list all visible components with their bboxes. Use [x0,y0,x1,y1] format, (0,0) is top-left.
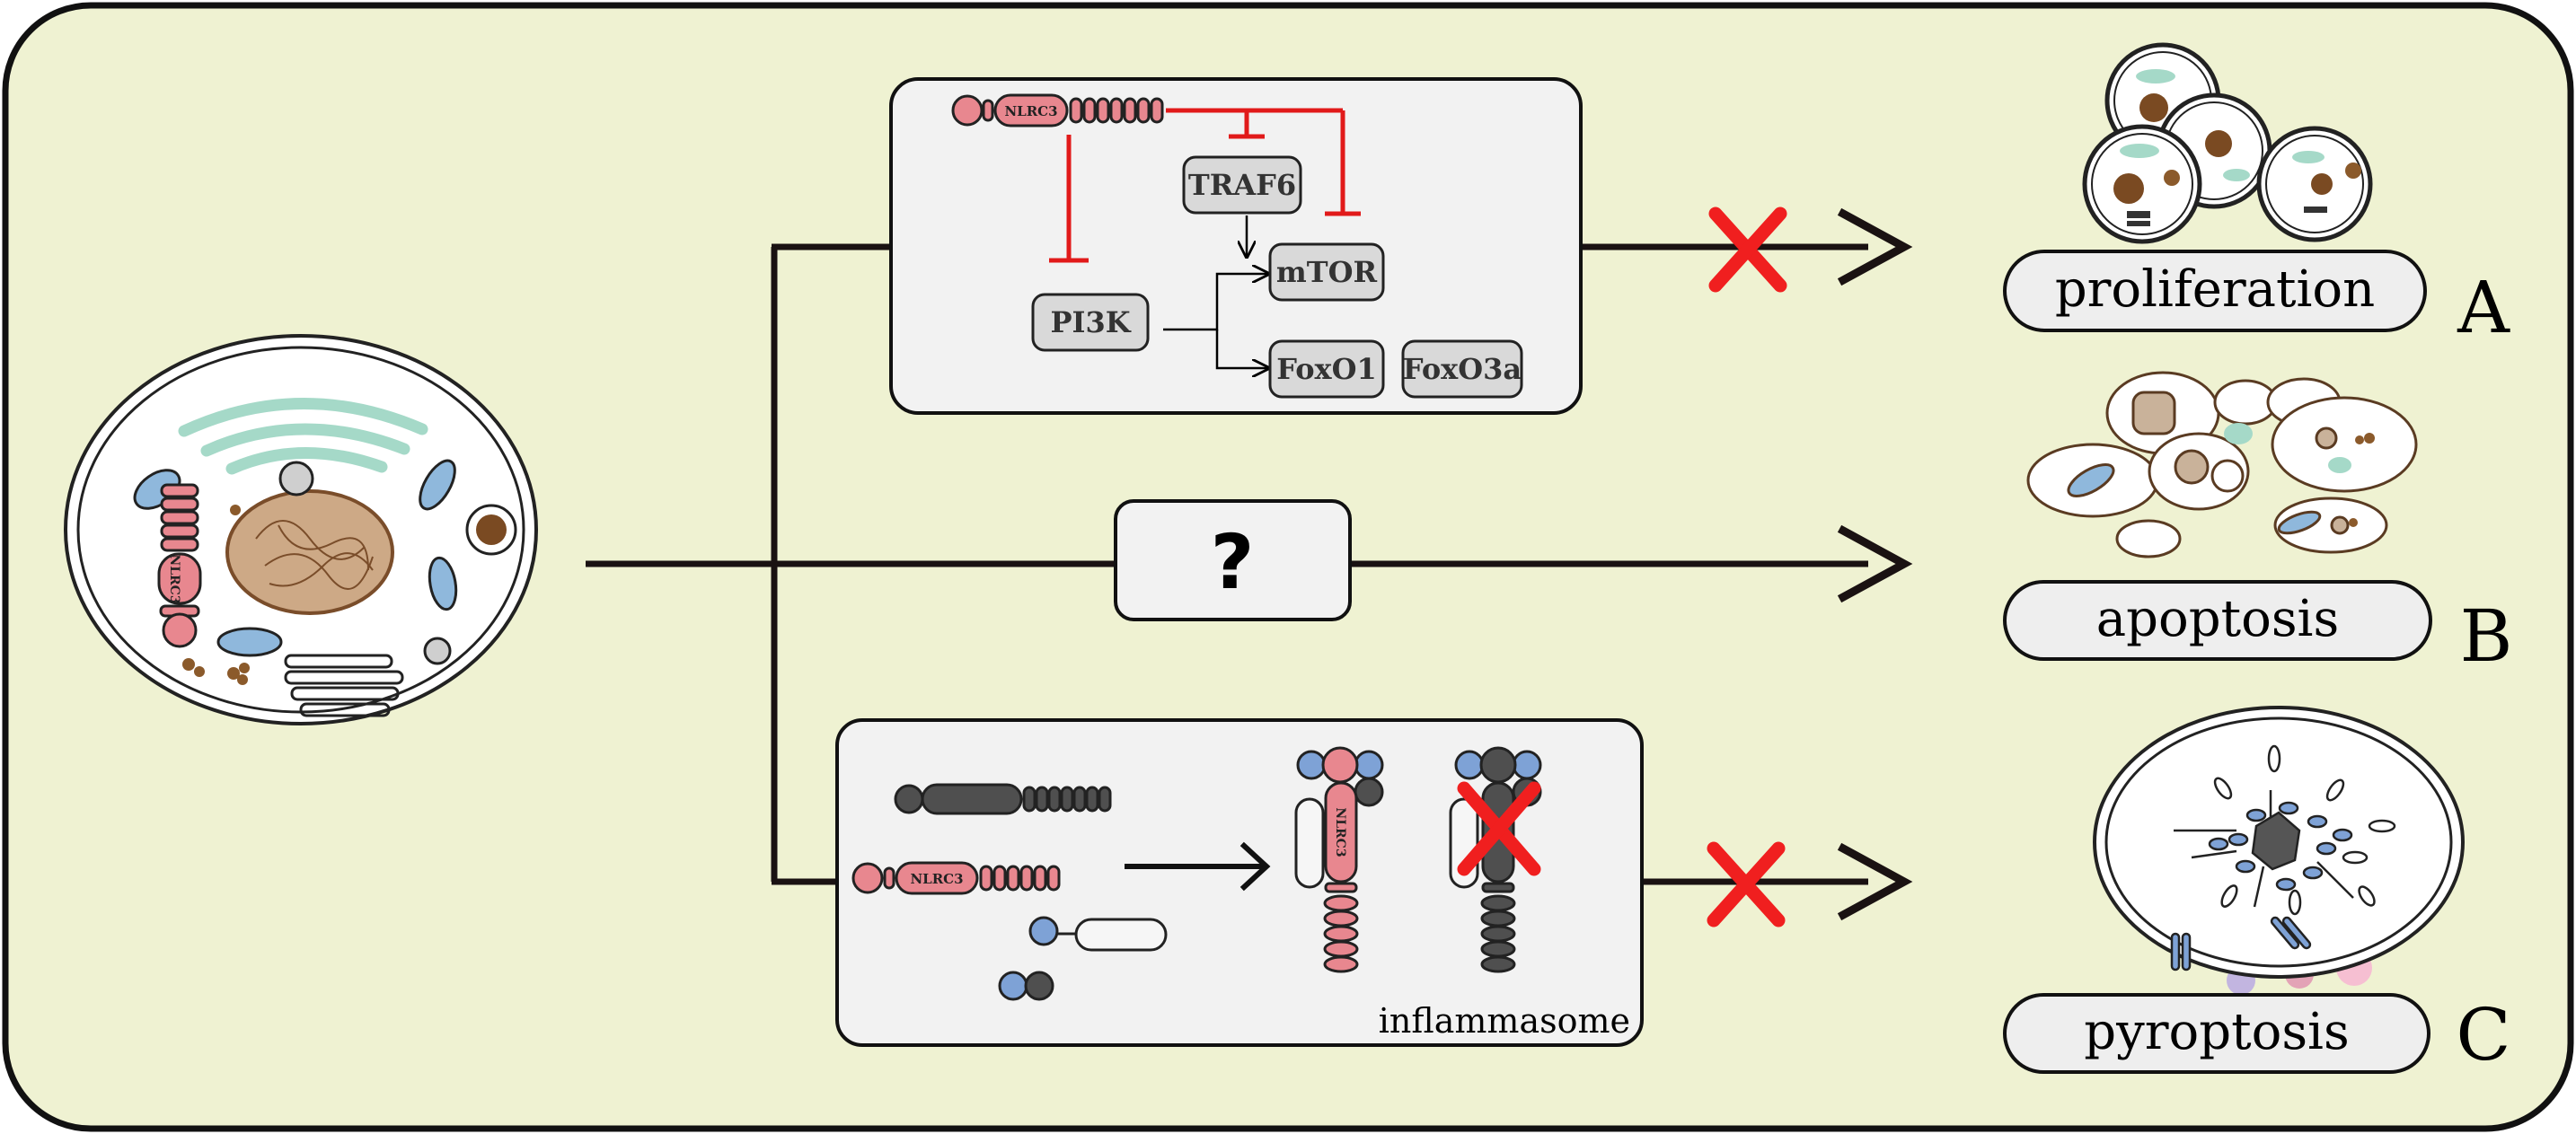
proliferating-cells [2082,42,2373,244]
outcome-proliferation: proliferation [2003,250,2427,332]
assembly-arrow [1125,841,1271,892]
nlrc3-label-column: NLRC3 [1333,807,1347,857]
nlrc3-receptor-a [951,93,1164,127]
activation-arrows-a [1163,215,1268,368]
node-foxo3a: FoxO3a [1401,339,1523,399]
cell-nlrc3-label: NLRC3 [167,554,181,603]
svg-text:pyroptosis: pyroptosis [2084,1003,2349,1061]
nlrc3-inflammasome [1294,746,1384,973]
endoplasmic-reticulum [284,654,404,717]
inhibition-lines-a [1049,108,1361,263]
svg-text:TRAF6: TRAF6 [1188,168,1296,202]
apoptotic-bodies [2026,371,2418,558]
svg-text:PI3K: PI3K [1050,305,1131,339]
panel-letter-a: A [2457,266,2510,349]
block-cross-c [1707,841,1786,927]
arrowheads [1837,207,1913,921]
node-pi3k: PI3K [1031,293,1150,352]
node-foxo1: FoxO1 [1268,339,1385,399]
gray-nlr-protein [894,783,1112,815]
pyroptotic-cell [2093,706,2465,995]
nlrc3-label-c: NLRC3 [910,871,963,887]
pathway-b-panel: ? [1114,499,1352,621]
unknown-mechanism: ? [1211,518,1255,606]
nucleus [225,489,394,615]
node-traf6: TRAF6 [1182,155,1302,215]
svg-text:FoxO1: FoxO1 [1276,352,1377,386]
inflammasome-label: inflammasome [1379,1001,1630,1041]
cell-nlrc3-receptor [157,483,202,648]
asc-adaptor [1028,916,1168,952]
caspase-domains [998,971,1054,1001]
node-mtor: mTOR [1268,242,1385,302]
block-cross-a [1708,207,1787,293]
panel-letter-b: B [2460,594,2513,678]
nlrc3-label-a: NLRC3 [1004,103,1057,119]
nlrc3-receptor-c [851,861,1061,895]
golgi-apparatus [178,398,428,475]
svg-text:proliferation: proliferation [2055,260,2375,319]
pathway-a-panel: NLRC3 TRAF6 mTOR PI3K [889,77,1583,415]
outcome-pyroptosis: pyroptosis [2003,993,2430,1074]
panel-letter-c: C [2456,993,2510,1077]
svg-text:mTOR: mTOR [1276,255,1378,289]
svg-text:FoxO3a: FoxO3a [1403,352,1522,386]
inflammasome-block-cross [1457,781,1541,876]
source-cell: NLRC3 [64,334,538,725]
svg-text:apoptosis: apoptosis [2096,590,2339,648]
outcome-apoptosis: apoptosis [2003,580,2432,661]
pathway-c-panel: NLRC3 [835,718,1644,1047]
